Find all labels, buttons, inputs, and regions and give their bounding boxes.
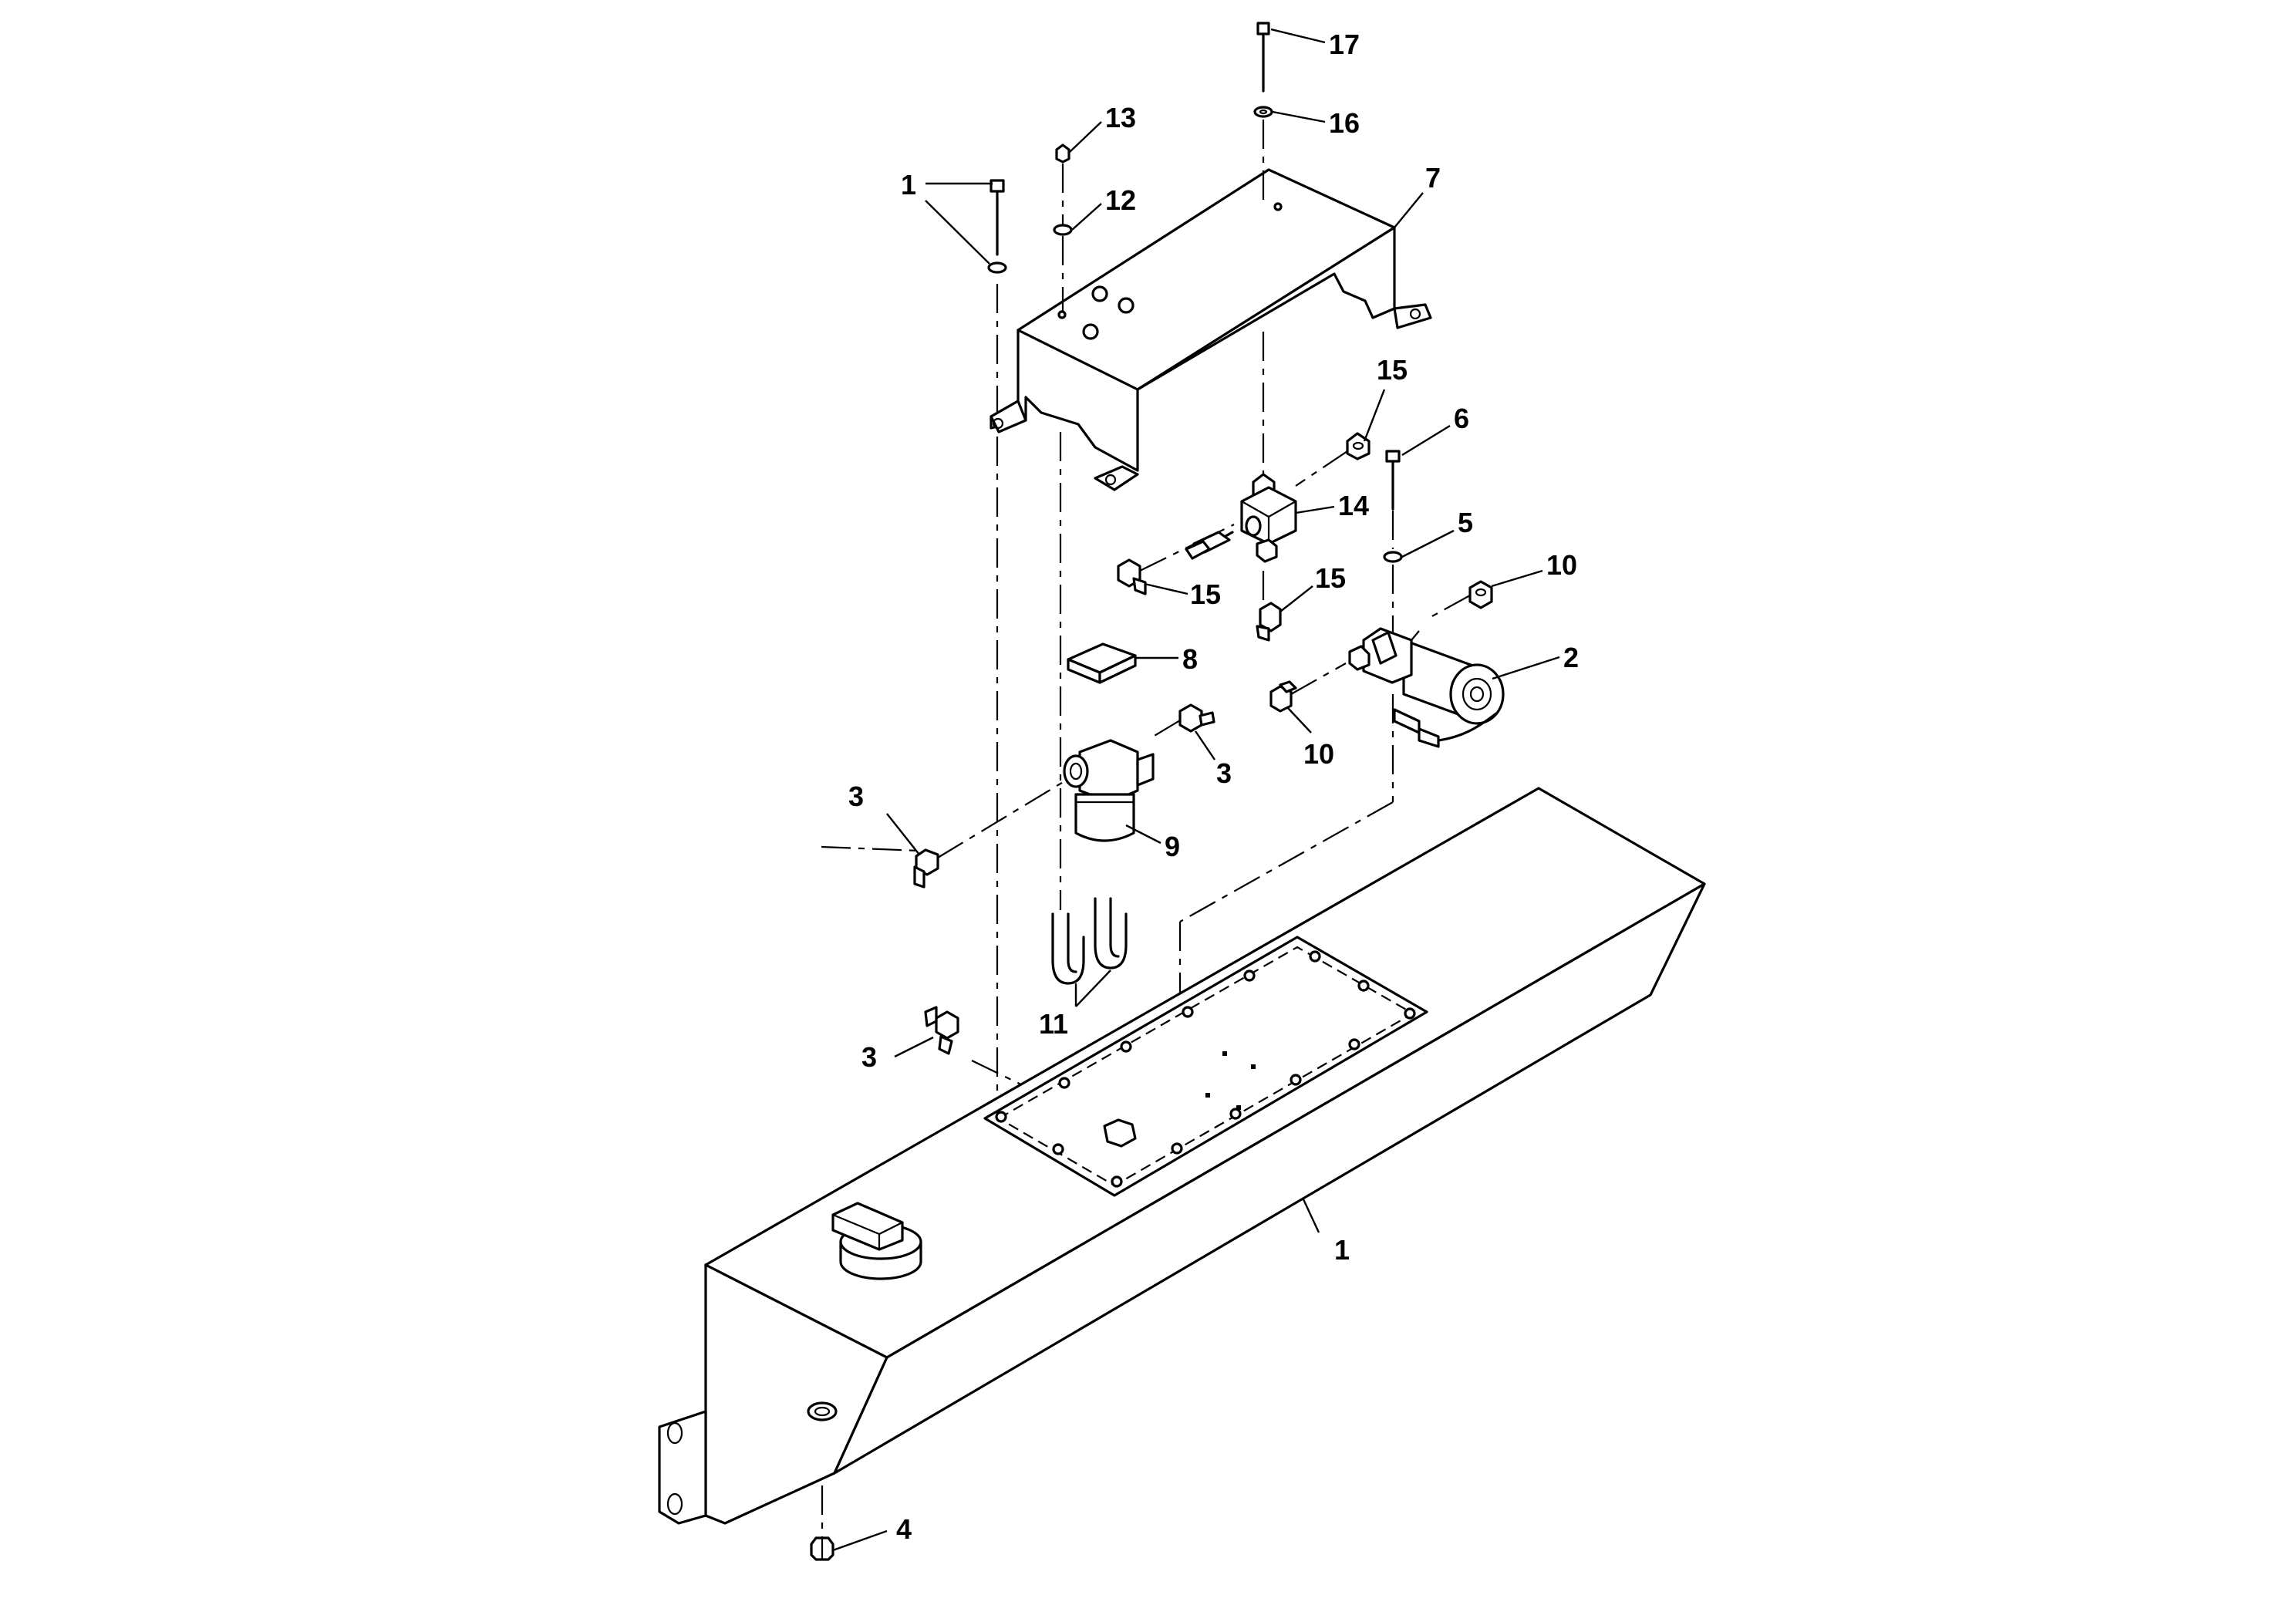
callout-2: 2 [1563, 642, 1579, 673]
u-tubes-icon [1051, 897, 1128, 985]
tank-cover-plate [983, 936, 1428, 1197]
callout-8: 8 [1182, 643, 1198, 675]
leader-lines [832, 28, 1560, 1552]
fitting-10a-icon [1430, 580, 1493, 618]
callout-10-top: 10 [1546, 549, 1577, 581]
callout-12: 12 [1105, 184, 1136, 216]
screw-17-icon [1256, 22, 1270, 93]
valve-block-icon [1185, 473, 1297, 563]
callout-16: 16 [1329, 107, 1360, 139]
elbow-fitting-15c-icon [1256, 602, 1282, 642]
callout-9: 9 [1165, 831, 1180, 862]
nut-13-icon [1055, 143, 1070, 225]
filler-cap-icon [831, 1202, 922, 1280]
callout-15-left: 15 [1190, 578, 1221, 610]
fitting-3c-icon [924, 1006, 959, 1055]
cover-bracket [990, 168, 1432, 491]
washer-5-icon [1383, 551, 1403, 663]
callout-5: 5 [1458, 507, 1473, 538]
callout-10-bottom: 10 [1303, 738, 1334, 770]
callout-3-bottom: 3 [861, 1041, 877, 1073]
callout-13: 13 [1105, 102, 1136, 133]
bolt-6-icon [1385, 450, 1401, 549]
fitting-3a-icon [1152, 703, 1215, 737]
fitting-3b-icon [913, 778, 1069, 889]
callout-3-right: 3 [1216, 757, 1232, 789]
callout-14: 14 [1338, 490, 1369, 521]
pump-motor-icon [1348, 627, 1505, 748]
callout-15-top: 15 [1377, 354, 1408, 386]
drain-plug-icon [810, 1536, 834, 1561]
callout-labels: 17 16 13 12 1 7 15 6 14 5 10 15 15 8 2 3… [848, 29, 1579, 1545]
callout-6: 6 [1454, 403, 1469, 434]
washer-16-icon [1253, 106, 1273, 202]
callout-1-screw: 1 [901, 169, 916, 201]
callout-17: 17 [1329, 29, 1360, 60]
pad-icon [1067, 642, 1137, 684]
washer-12-icon [1053, 224, 1073, 312]
callout-11: 11 [1039, 1008, 1068, 1040]
screw-1-icon [987, 179, 1007, 274]
callout-7: 7 [1425, 162, 1441, 194]
elbow-fitting-15a-icon [1295, 432, 1371, 487]
callout-1-tank: 1 [1334, 1234, 1350, 1266]
callout-15-right: 15 [1315, 562, 1346, 594]
elbow-fitting-15b-icon [1117, 524, 1235, 595]
filter-icon [1063, 739, 1155, 842]
callout-3-left: 3 [848, 781, 864, 812]
fitting-10b-icon [1269, 663, 1347, 713]
drain-port-icon [807, 1401, 838, 1421]
callout-4: 4 [896, 1513, 912, 1545]
